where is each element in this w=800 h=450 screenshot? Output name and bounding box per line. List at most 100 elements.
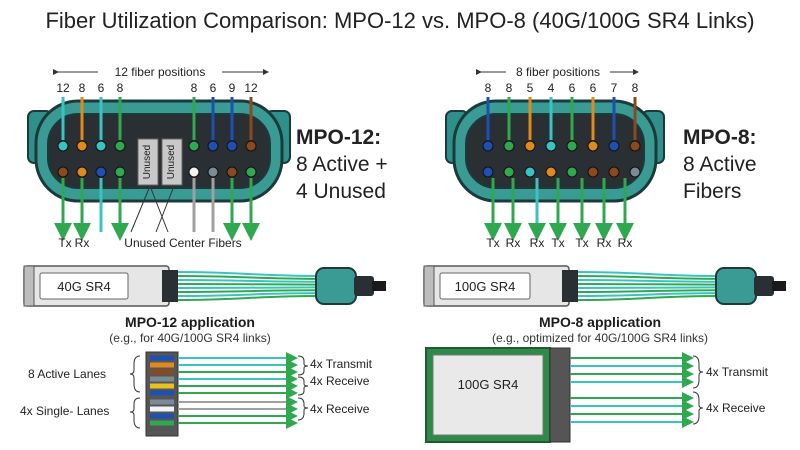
mpo12-bottom-fiber-end (114, 166, 126, 178)
mpo12-cable-assembly: 40G SR4 (23, 265, 386, 307)
mpo12-plug (315, 267, 357, 305)
mpo8-top-fiber-end (566, 140, 578, 152)
mpo12-bottom-fiber-end (207, 166, 219, 178)
mpo12-receive-label-1: 4x Receive (310, 374, 370, 388)
receive-brace-1 (297, 376, 309, 396)
mpo12-rx-label: Rx (75, 236, 90, 250)
mpo12-app-lane-tip (150, 376, 174, 382)
mpo8-lane-label: Tx (551, 236, 564, 250)
breakout-fiber (577, 271, 719, 277)
mpo8-fibers (482, 97, 641, 241)
transceiver-40g-tab (23, 265, 35, 307)
mpo12-app-lane-tip (150, 390, 174, 396)
mpo8-top-fiber-end (587, 140, 599, 152)
mpo12-transmit-label: 4x Transmit (310, 357, 373, 371)
mpo12-top-fiber-end (188, 140, 200, 152)
transceiver-40g-label: 40G SR4 (57, 279, 110, 294)
mpo12-heading-line1: MPO-12: (296, 126, 382, 149)
mpo12-breakout-fibers (177, 271, 319, 301)
mpo8-app-module-face (432, 354, 544, 436)
breakout-fiber (177, 292, 319, 297)
mpo12-bottom-fiber-end (57, 166, 69, 178)
mpo8-app-subtitle: (e.g., optimized for 40G/100G SR4 links) (491, 331, 709, 345)
mpo12-app-title: MPO-12 application (125, 314, 255, 330)
mpo8-lane-label: Tx (575, 236, 588, 250)
mpo8-position-number: 8 (506, 81, 513, 95)
mpo8-cable-end (772, 281, 786, 291)
mpo8-lane-label: Rx (597, 236, 612, 250)
mpo8-lane-label: Tx (486, 236, 499, 250)
unused-pointer-1 (130, 185, 151, 233)
single-lanes-label: 4x Single- Lanes (20, 404, 110, 418)
mpo8-heading-line3: Fibers (683, 180, 742, 203)
mpo12-app-lane-tip (150, 362, 174, 368)
mpo8-position-number: 5 (527, 81, 534, 95)
breakout-fiber (177, 289, 319, 293)
mpo12-top-fiber-end (76, 140, 88, 152)
page-title: Fiber Utilization Comparison: MPO-12 vs.… (45, 8, 755, 33)
breakout-fiber (177, 275, 319, 280)
mpo8-position-number: 8 (485, 81, 492, 95)
unused-block-right (161, 138, 183, 186)
mpo8-positions-label: 8 fiber positions (516, 65, 600, 79)
mpo12-position-number: 8 (191, 81, 198, 95)
mpo8-bottom-fiber-end (587, 166, 599, 178)
mpo8-transmit-brace (692, 355, 704, 389)
mpo8-cable-assembly: 100G SR4 (423, 265, 786, 307)
mpo8-position-number: 7 (611, 81, 618, 95)
mpo8-position-number: 4 (548, 81, 555, 95)
mpo8-bottom-fiber-end (566, 166, 578, 178)
mpo12-app-subtitle: (e.g., for 40G/100G SR4 links) (109, 331, 271, 345)
mpo12-application-diagram (129, 351, 309, 437)
mpo12-app-lane-tip (150, 413, 174, 419)
mpo8-ferrule (465, 113, 645, 189)
breakout-fiber (577, 289, 719, 293)
mpo12-position-number: 12 (244, 81, 258, 95)
breakout-fiber (577, 286, 719, 289)
mpo8-boot (754, 276, 774, 296)
mpo12-app-lane-tip (150, 383, 174, 389)
mpo8-lane-label: Rx (506, 236, 521, 250)
mpo12-app-lane-tip (150, 369, 174, 375)
mpo12-app-lane-tip (150, 355, 174, 361)
transmit-brace (297, 355, 309, 376)
mpo12-heading-line3: 4 Unused (296, 180, 386, 203)
mpo8-app-ferrule (549, 347, 571, 443)
single-lanes-brace (129, 397, 141, 429)
breakout-fiber (177, 271, 319, 277)
mpo12-bottom-fiber-end (95, 166, 107, 178)
mpo8-heading-line1: MPO-8: (683, 126, 757, 149)
active-lanes-brace (129, 355, 141, 393)
mpo12-top-fiber-end (226, 140, 238, 152)
receive-brace-2 (297, 397, 309, 421)
mpo12-bottom-fiber-end (76, 166, 88, 178)
unused-pointer-2 (149, 185, 169, 233)
breakout-fiber (577, 279, 719, 283)
mpo8-bottom-fiber-end (503, 166, 515, 178)
mpo12-position-number: 6 (210, 81, 217, 95)
mpo12-top-fiber-end (57, 140, 69, 152)
mpo8-bottom-fiber-end (482, 166, 494, 178)
breakout-fiber (177, 279, 319, 283)
mpo12-fibers (54, 97, 260, 241)
unused-center-label: Unused Center Fibers (124, 236, 241, 250)
unused-label-left: Unused (142, 145, 153, 179)
transceiver-40g-label-box (39, 272, 129, 300)
mpo8-app-title: MPO-8 application (538, 314, 662, 330)
transceiver-100g-tab (423, 265, 435, 307)
breakout-fiber (177, 295, 319, 301)
mpo8-receive-label: 4x Receive (706, 401, 766, 415)
mpo8-bottom-fiber-end (524, 166, 536, 178)
mpo8-top-fiber-end (482, 140, 494, 152)
transceiver-40g-port (162, 270, 178, 302)
mpo12-position-number: 12 (56, 81, 70, 95)
mpo12-heading-line2: 8 Active + (296, 153, 388, 176)
mpo12-bottom-fiber-end (226, 166, 238, 178)
mpo8-top-fiber-end (629, 140, 641, 152)
